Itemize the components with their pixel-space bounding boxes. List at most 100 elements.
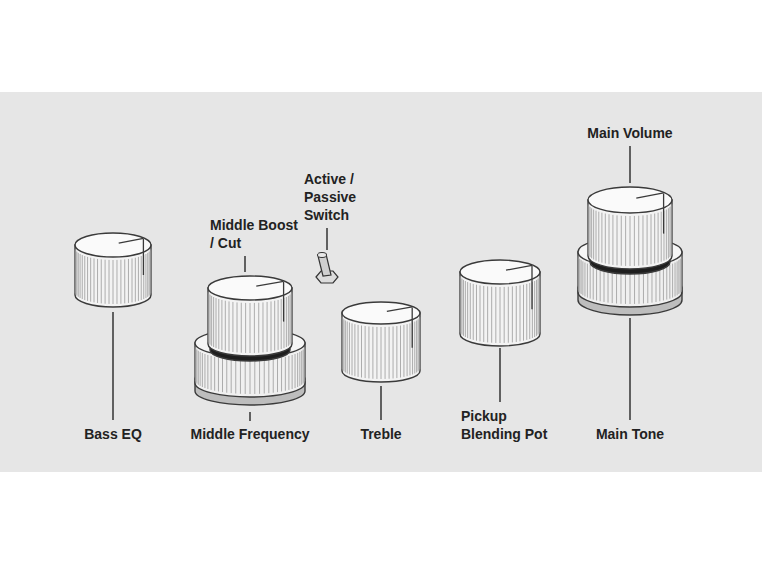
knurling	[221, 300, 222, 350]
knurling	[232, 302, 233, 352]
knurling	[617, 215, 618, 265]
knurling	[349, 322, 350, 374]
part-label: Main Tone	[570, 425, 690, 443]
knurling	[237, 302, 238, 352]
knurling	[418, 319, 419, 371]
knurling	[97, 259, 98, 303]
knurling	[135, 258, 136, 302]
knurling	[480, 285, 481, 341]
knurling	[376, 327, 377, 379]
knurling	[639, 270, 640, 304]
knurling	[634, 216, 635, 266]
knurling	[396, 326, 397, 378]
knurling	[210, 295, 211, 345]
knurling	[605, 214, 606, 264]
knurling	[578, 258, 579, 292]
knurling	[385, 327, 386, 379]
part-label: Pickup Blending Pot	[461, 407, 561, 443]
knurling	[354, 324, 355, 376]
knurling	[470, 283, 471, 339]
knurling	[235, 360, 236, 394]
knurling	[476, 285, 477, 341]
knurling	[621, 216, 622, 266]
knurling	[419, 317, 420, 369]
knurling	[361, 326, 362, 378]
knurling	[267, 302, 268, 352]
knurling	[214, 357, 215, 391]
knurling	[539, 276, 540, 332]
knurling	[582, 261, 583, 295]
knurling	[196, 350, 197, 384]
knurling	[84, 256, 85, 300]
knurling	[669, 265, 670, 299]
knurling	[207, 355, 208, 389]
knurling	[304, 347, 305, 381]
knurling	[672, 264, 673, 298]
knurling	[643, 269, 644, 303]
knurling	[590, 207, 591, 257]
knurling	[198, 351, 199, 385]
knurling	[90, 258, 91, 302]
knurling	[612, 269, 613, 303]
knurling	[291, 292, 292, 342]
knurling	[409, 323, 410, 375]
knurling	[345, 320, 346, 372]
knurling	[124, 259, 125, 303]
knurling	[393, 326, 394, 378]
knurling	[588, 206, 589, 256]
knurling	[128, 259, 129, 303]
knurling	[254, 303, 255, 353]
knurling	[195, 348, 196, 382]
knurling	[368, 326, 369, 378]
toggle-switch	[316, 253, 338, 284]
knurling	[229, 301, 230, 351]
knurling	[274, 301, 275, 351]
knurling	[116, 260, 117, 304]
knurling	[208, 293, 209, 343]
knurling	[651, 214, 652, 264]
knurling	[591, 208, 592, 258]
knurling	[245, 360, 246, 394]
knurling	[534, 281, 535, 337]
knurling	[467, 282, 468, 338]
knurling	[295, 354, 296, 388]
knurling	[596, 266, 597, 300]
knurling	[529, 283, 530, 339]
knurling	[608, 269, 609, 303]
knurling	[250, 360, 251, 394]
knurling	[647, 269, 648, 303]
knurling	[292, 355, 293, 389]
knurling	[75, 250, 76, 294]
knurling	[105, 260, 106, 304]
background-band	[0, 92, 762, 472]
knurling	[463, 280, 464, 336]
knurling	[581, 260, 582, 294]
knurling	[675, 263, 676, 297]
knurling	[416, 320, 417, 372]
knurling	[659, 267, 660, 301]
knurling	[254, 360, 255, 394]
knurling	[303, 350, 304, 384]
knurling	[211, 356, 212, 390]
knurling	[526, 284, 527, 340]
knurling	[268, 359, 269, 393]
knurling	[82, 255, 83, 299]
part-label: Bass EQ	[53, 425, 173, 443]
knob-top	[588, 187, 672, 213]
knobs	[75, 187, 682, 405]
knob-pointer	[387, 307, 412, 311]
knurling	[245, 303, 246, 353]
knurling	[612, 215, 613, 265]
knurling	[520, 285, 521, 341]
knurling	[584, 263, 585, 297]
knurling	[231, 359, 232, 393]
knob-top	[342, 302, 420, 324]
knurling	[204, 354, 205, 388]
knurling	[414, 322, 415, 374]
knurling	[132, 258, 133, 302]
knurling	[240, 360, 241, 394]
part-label: Middle Frequency	[172, 425, 328, 443]
knurling	[677, 261, 678, 295]
knurling	[600, 267, 601, 301]
